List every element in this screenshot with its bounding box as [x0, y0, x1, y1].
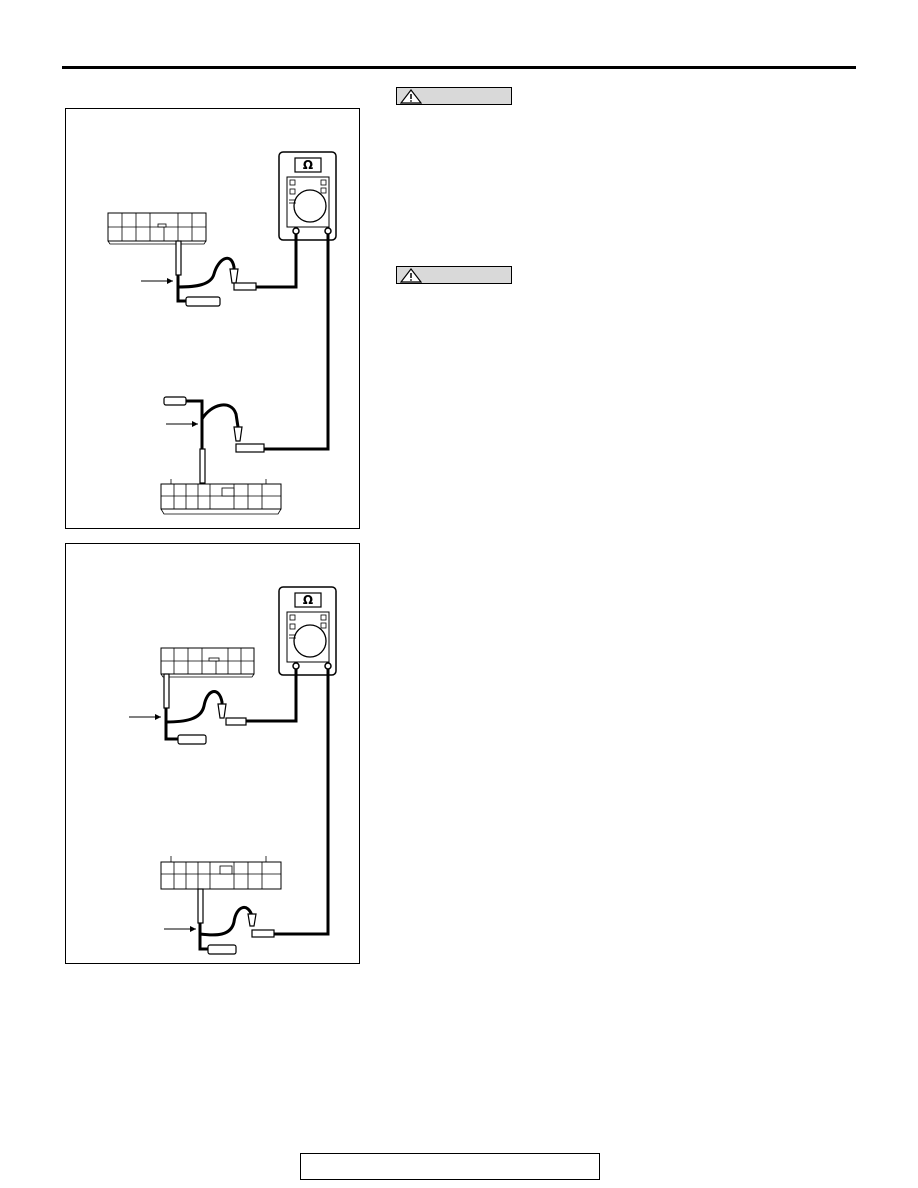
test-probe	[197, 888, 275, 955]
ohm-symbol: Ω	[303, 158, 313, 172]
jumper-lead	[246, 669, 298, 723]
jumper-lead	[264, 234, 330, 451]
page-footer-box	[300, 1153, 600, 1180]
resistance-check-diagram-1: Ω	[65, 108, 360, 529]
caution-banner	[396, 266, 512, 284]
resistance-check-diagram-2: Ω	[65, 543, 360, 964]
harness-connector	[160, 856, 282, 890]
warning-triangle-icon	[400, 89, 422, 104]
harness-connector	[160, 479, 282, 515]
jumper-lead	[274, 669, 330, 936]
jumper-lead	[256, 234, 298, 289]
header-rule	[62, 66, 856, 69]
harness-connector	[160, 647, 255, 678]
diagram-1-drawing: Ω	[107, 151, 337, 515]
warning-triangle-icon	[400, 268, 422, 283]
ohm-symbol: Ω	[303, 593, 313, 607]
ohmmeter-icon: Ω	[278, 151, 337, 241]
caution-banner	[396, 87, 512, 105]
ohmmeter-icon: Ω	[278, 586, 337, 676]
test-probe	[163, 396, 265, 484]
test-probe	[163, 673, 247, 745]
test-probe	[175, 240, 257, 307]
harness-connector	[107, 212, 207, 245]
diagram-2-drawing: Ω	[129, 586, 337, 955]
